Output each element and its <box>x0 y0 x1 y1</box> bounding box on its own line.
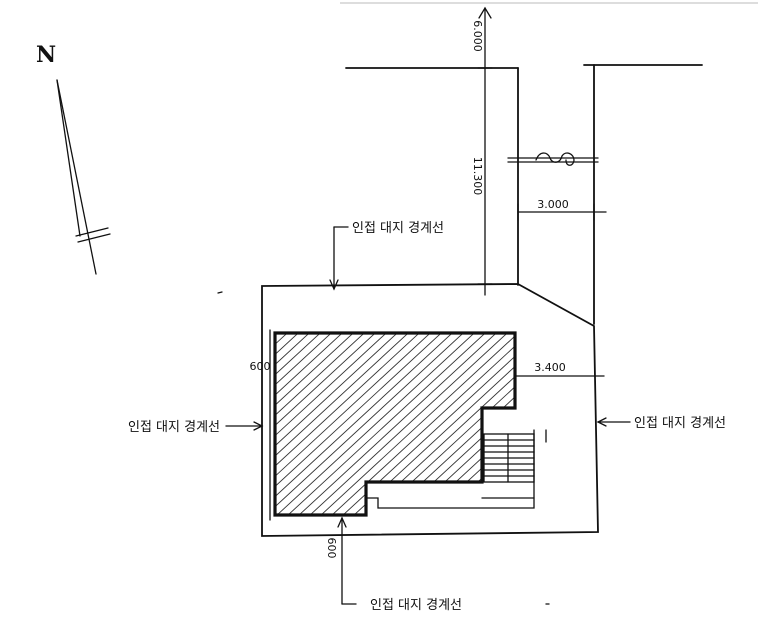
north-boundary-leader <box>329 226 349 291</box>
dimension-east-setback: 3.400 <box>534 361 566 374</box>
dimension-top-offset: 6.000 <box>471 20 484 52</box>
east-boundary-leader <box>596 417 631 427</box>
hatch-line <box>275 333 401 515</box>
dimension-west-setback: 600 <box>250 360 271 373</box>
hatch-line <box>275 333 390 515</box>
hatch-line <box>275 333 346 515</box>
stray-marks <box>217 291 550 605</box>
dimension-road-to-boundary: 11.300 <box>471 157 484 196</box>
hatch-line <box>275 333 412 515</box>
hatch-line <box>275 333 423 515</box>
hatch-line <box>392 333 515 515</box>
hatch-line <box>275 333 434 515</box>
hatch-line <box>275 333 467 515</box>
hatch-line <box>275 333 456 515</box>
hatch-line <box>275 333 335 515</box>
dimension-south-setback: 600 <box>325 538 338 559</box>
hatch-line <box>275 333 515 515</box>
dimension-road-width: 3.000 <box>537 198 569 211</box>
hatch-line <box>359 333 515 515</box>
hatch-line <box>275 333 379 515</box>
hatch-line <box>275 333 445 515</box>
label-north-boundary: 인접 대지 경계선 <box>352 221 444 236</box>
south-boundary-leader <box>337 516 357 605</box>
north-arrow-icon <box>56 79 111 275</box>
hatch-line <box>370 333 515 515</box>
label-west-boundary: 인접 대지 경계선 <box>128 420 220 435</box>
road-symbol <box>507 152 599 166</box>
vertical-dimension-line <box>477 6 493 296</box>
label-east-boundary: 인접 대지 경계선 <box>634 416 726 431</box>
hatch-line <box>275 333 368 515</box>
hatch-line <box>282 333 515 515</box>
hatch-line <box>275 333 500 515</box>
hatch-line <box>275 333 478 515</box>
hatch-line <box>275 333 515 515</box>
hatch-line <box>315 333 515 515</box>
hatch-line <box>275 333 489 515</box>
hatch-line <box>275 333 511 515</box>
hatch-line <box>348 333 515 515</box>
hatch-line <box>275 333 357 515</box>
hatch-line <box>304 333 515 515</box>
hatch-line <box>275 333 324 515</box>
north-label: N <box>36 42 56 68</box>
road-width-dimension <box>517 203 607 221</box>
stairs <box>483 433 535 483</box>
site-boundary <box>261 283 599 537</box>
west-boundary-leader <box>225 421 264 431</box>
hatch-line <box>293 333 515 515</box>
hatch-line <box>337 333 515 515</box>
annex-lines <box>269 329 547 521</box>
label-south-boundary: 인접 대지 경계선 <box>370 598 462 613</box>
building-outline <box>273 331 517 517</box>
